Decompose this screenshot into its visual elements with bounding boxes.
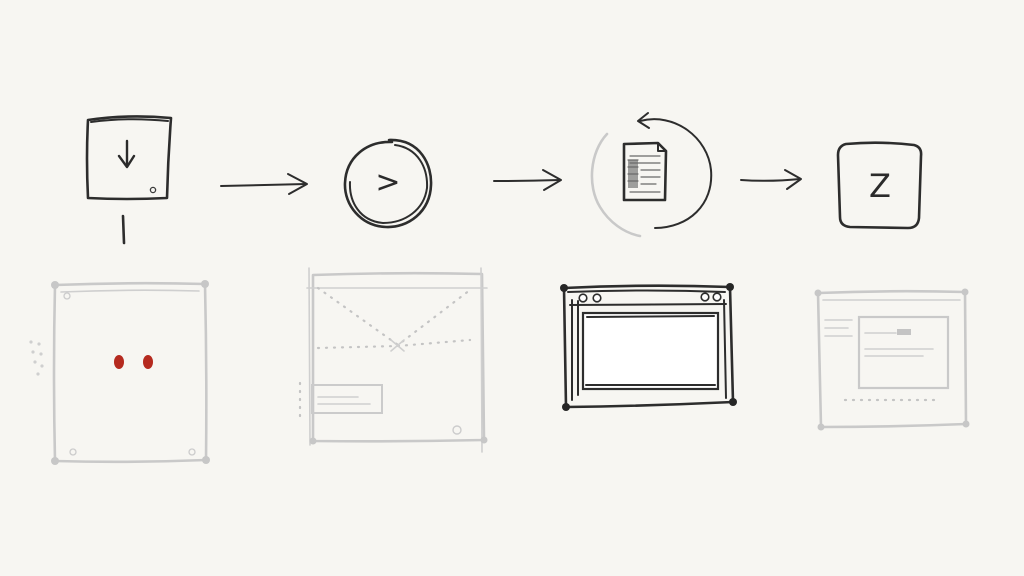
side-dots [29, 340, 44, 376]
envelope-window-wireframe [298, 267, 488, 453]
connector-tick [121, 214, 126, 245]
browser-window-wireframe [560, 283, 737, 411]
chevron-right-icon: > [375, 165, 400, 200]
document-step [590, 112, 713, 238]
refresh-cycle-icon [590, 112, 713, 238]
download-step [85, 115, 173, 245]
play-circle-icon [343, 138, 433, 229]
letter-z-icon: Z [869, 167, 891, 205]
flow-arrow-1 [220, 173, 308, 195]
play-step: > [343, 138, 433, 229]
dialog-window-wireframe [814, 288, 970, 431]
status-markers [114, 355, 153, 369]
flow-arrow-3 [740, 169, 802, 190]
download-arrow-icon [117, 139, 136, 169]
blank-window-wireframe [29, 280, 210, 465]
window-controls [578, 292, 722, 303]
document-icon [622, 141, 668, 202]
sleep-box-icon [836, 141, 923, 230]
flow-arrow-2 [493, 169, 562, 191]
sleep-step: Z [836, 141, 923, 230]
download-box-icon [85, 115, 173, 201]
